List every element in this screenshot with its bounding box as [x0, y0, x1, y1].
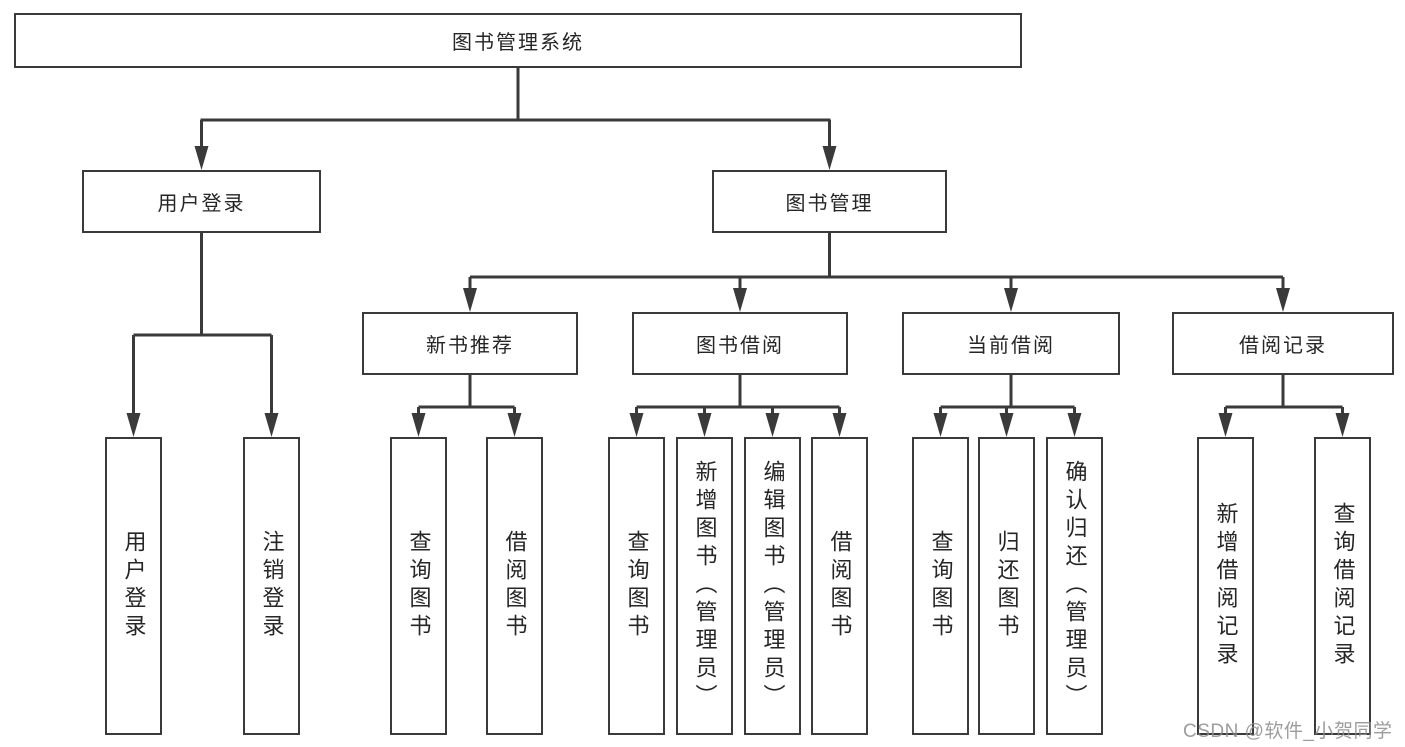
arrowhead — [629, 413, 644, 437]
arrowhead — [1004, 288, 1018, 312]
arrowhead — [1276, 288, 1290, 312]
arrowhead — [194, 146, 209, 170]
leaf-query-books-current: 查询图书 — [912, 437, 969, 735]
arrowhead — [832, 413, 847, 437]
leaf-user-login: 用户登录 — [105, 437, 162, 735]
leaf-logout-label: 注销登录 — [259, 530, 285, 642]
leaf-query-books-recommendation: 查询图书 — [390, 437, 447, 735]
leaf-add-borrow-record: 新增借阅记录 — [1197, 437, 1254, 735]
leaf-borrow-books-borrowing: 借阅图书 — [811, 437, 868, 735]
node-book-borrowing: 图书借阅 — [632, 312, 848, 375]
leaf-borrow-books-recommendation-label: 借阅图书 — [502, 530, 528, 642]
arrowhead — [126, 413, 141, 437]
arrowhead — [411, 413, 426, 437]
leaf-borrow-books-recommendation: 借阅图书 — [486, 437, 543, 735]
node-book-borrowing-label: 图书借阅 — [696, 335, 784, 357]
leaf-query-books-borrowing-label: 查询图书 — [624, 530, 650, 642]
leaf-edit-book-admin: 编辑图书（管理员） — [744, 437, 801, 735]
leaf-query-books-borrowing: 查询图书 — [608, 437, 665, 735]
leaf-return-books: 归还图书 — [978, 437, 1035, 735]
arrowhead — [264, 413, 279, 437]
node-book-management-label: 图书管理 — [785, 193, 874, 215]
arrowhead — [1218, 413, 1233, 437]
node-new-book-recommendation-label: 新书推荐 — [426, 335, 514, 357]
leaf-add-book-admin-label: 新增图书（管理员） — [692, 460, 718, 712]
arrowhead — [933, 413, 948, 437]
arrowhead — [1067, 413, 1082, 437]
node-borrowing-records-label: 借阅记录 — [1239, 335, 1327, 357]
arrowhead — [822, 146, 837, 170]
leaf-confirm-return-admin: 确认归还（管理员） — [1046, 437, 1103, 735]
arrowhead — [507, 413, 522, 437]
arrowhead — [999, 413, 1014, 437]
arrowhead — [765, 413, 780, 437]
node-book-management: 图书管理 — [712, 170, 947, 233]
arrowhead — [1335, 413, 1350, 437]
leaf-return-books-label: 归还图书 — [994, 530, 1020, 642]
node-root: 图书管理系统 — [14, 13, 1022, 68]
leaf-add-book-admin: 新增图书（管理员） — [676, 437, 733, 735]
leaf-query-books-current-label: 查询图书 — [928, 530, 954, 642]
leaf-confirm-return-admin-label: 确认归还（管理员） — [1062, 460, 1088, 712]
watermark: CSDN @软件_小贺同学 — [1183, 721, 1393, 742]
arrowhead — [463, 288, 477, 312]
leaf-borrow-books-borrowing-label: 借阅图书 — [827, 530, 853, 642]
leaf-logout: 注销登录 — [243, 437, 300, 735]
leaf-query-books-recommendation-label: 查询图书 — [406, 530, 432, 642]
node-user-login: 用户登录 — [82, 170, 321, 233]
leaf-add-borrow-record-label: 新增借阅记录 — [1213, 502, 1239, 670]
node-user-login-label: 用户登录 — [157, 193, 246, 215]
connector-path — [132, 68, 1344, 417]
leaf-query-borrow-record: 查询借阅记录 — [1314, 437, 1371, 735]
leaf-query-borrow-record-label: 查询借阅记录 — [1330, 502, 1356, 670]
arrowhead — [733, 288, 747, 312]
node-current-borrowing-label: 当前借阅 — [967, 335, 1055, 357]
leaf-user-login-label: 用户登录 — [121, 530, 147, 642]
node-root-label: 图书管理系统 — [452, 32, 584, 54]
leaf-edit-book-admin-label: 编辑图书（管理员） — [760, 460, 786, 712]
arrowhead — [697, 413, 712, 437]
node-borrowing-records: 借阅记录 — [1172, 312, 1394, 375]
node-new-book-recommendation: 新书推荐 — [362, 312, 578, 375]
node-current-borrowing: 当前借阅 — [902, 312, 1120, 375]
